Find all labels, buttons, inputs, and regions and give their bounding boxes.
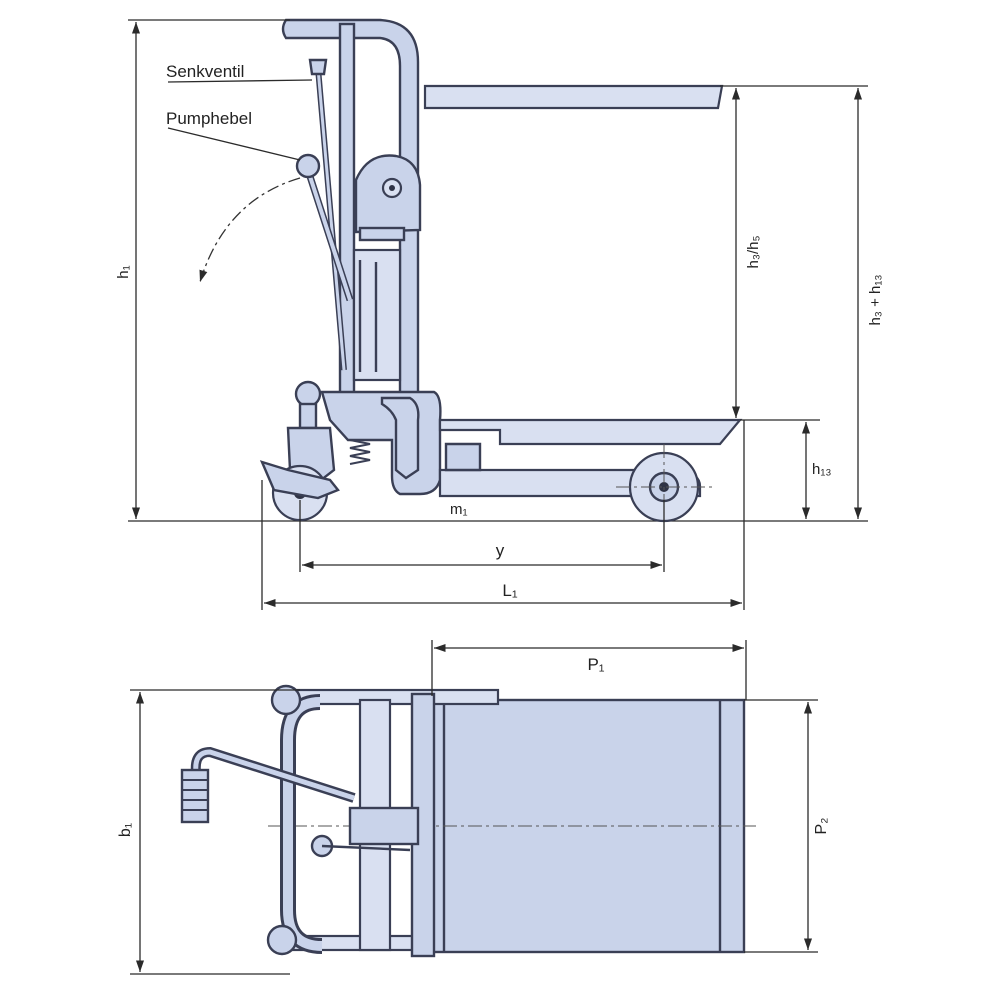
- label-b1: b₁: [117, 823, 134, 837]
- side-view: Senkventil Pumphebel h₁ h₃/h₅ h₃ + h₁₃ h…: [115, 18, 884, 610]
- caster-brake: [259, 460, 340, 500]
- lifted-platform: [423, 84, 724, 110]
- label-y: y: [496, 541, 505, 560]
- label-h3h5: h₃/h₅: [745, 235, 762, 268]
- base-platform: [438, 418, 743, 446]
- caster-pivot: [294, 380, 322, 408]
- pumphebel-leader: [167, 127, 301, 161]
- label-h13: h₁₃: [812, 461, 832, 478]
- valve-knob: [308, 58, 328, 76]
- top-lever-grip: [180, 768, 210, 824]
- label-P1: P₁: [587, 655, 604, 674]
- label-P2: P₂: [813, 818, 830, 835]
- chassis-block: [320, 390, 442, 496]
- label-m1: m₁: [450, 501, 468, 518]
- label-L1: L₁: [502, 581, 517, 600]
- label-pumphebel: Pumphebel: [166, 109, 252, 128]
- senkventil-leader: [167, 79, 313, 83]
- top-handle: [280, 694, 323, 954]
- label-senkventil: Senkventil: [166, 62, 244, 81]
- pump-motion-arc: [199, 177, 301, 283]
- top-caster-lower: [266, 924, 298, 956]
- label-h3-plus-h13: h₃ + h₁₃: [867, 274, 884, 325]
- label-h1: h₁: [115, 265, 132, 278]
- handle-bar: [281, 18, 420, 397]
- spring: [349, 439, 371, 465]
- top-pump-block: [348, 806, 420, 846]
- top-view: P₁ P₂ b₁: [117, 640, 830, 975]
- pump-lever-knob: [295, 153, 321, 179]
- top-caster-upper: [270, 684, 302, 716]
